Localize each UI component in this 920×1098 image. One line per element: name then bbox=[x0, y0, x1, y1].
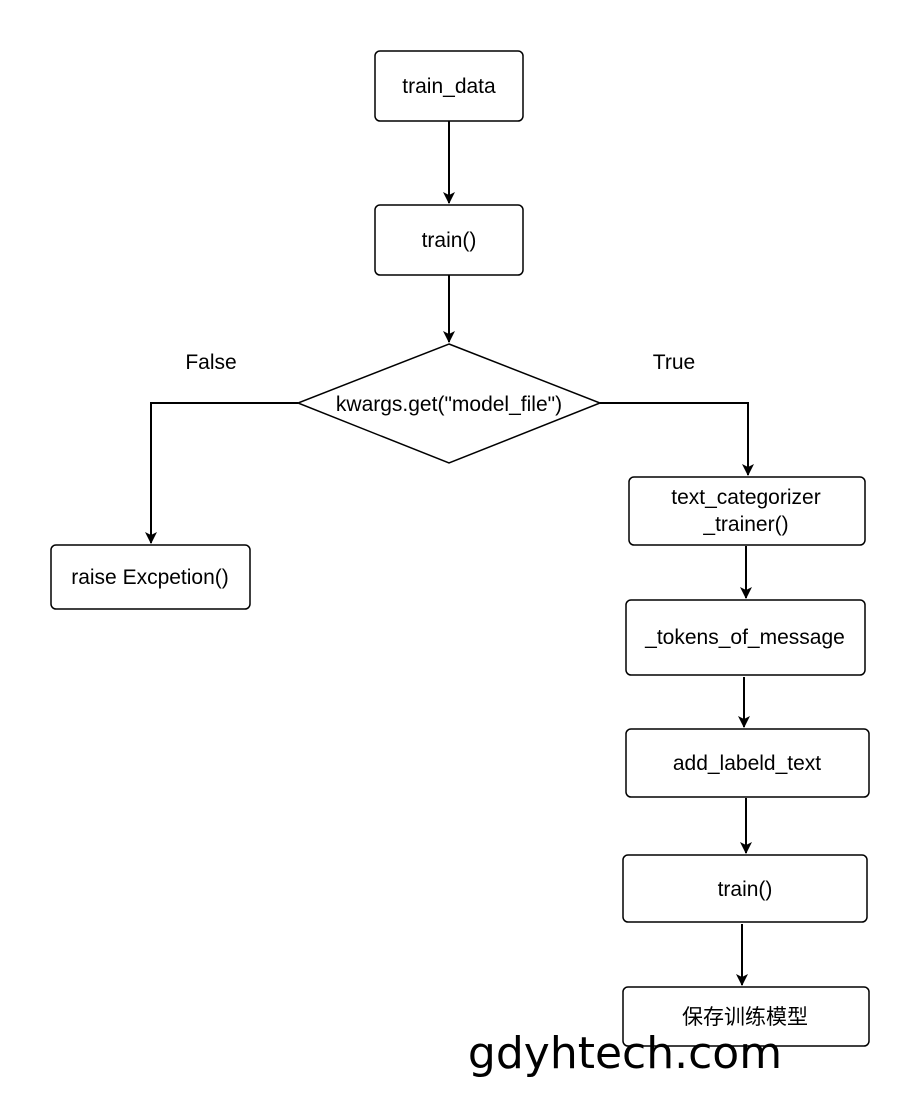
watermark: gdyhtech.com bbox=[468, 1028, 782, 1079]
node-add-labeld-text-label: add_labeld_text bbox=[673, 752, 821, 775]
node-raise-exception: raise Excpetion() bbox=[50, 544, 251, 610]
true-label: True bbox=[653, 351, 695, 374]
node-condition-label: kwargs.get("model_file") bbox=[336, 393, 562, 416]
node-condition: kwargs.get("model_file") bbox=[295, 343, 603, 464]
node-save-model: 保存训练模型 bbox=[622, 986, 870, 1047]
edges bbox=[145, 121, 754, 986]
node-raise-exception-label: raise Excpetion() bbox=[71, 566, 229, 589]
node-train-data-label: train_data bbox=[402, 75, 496, 98]
node-tokens-of-message: _tokens_of_message bbox=[625, 599, 866, 676]
node-text-categorizer-trainer-line1: text_categorizer bbox=[671, 486, 820, 509]
node-train-data: train_data bbox=[374, 50, 524, 122]
node-save-model-label: 保存训练模型 bbox=[682, 1006, 808, 1029]
node-train-2-label: train() bbox=[718, 878, 773, 901]
node-train: train() bbox=[374, 204, 524, 276]
node-train-label: train() bbox=[422, 229, 477, 252]
node-tokens-of-message-label: _tokens_of_message bbox=[644, 626, 845, 649]
edge-condition-true bbox=[600, 402, 754, 476]
edge-condition-false bbox=[145, 402, 298, 544]
node-text-categorizer-trainer-line2: _trainer() bbox=[702, 513, 788, 536]
node-add-labeld-text: add_labeld_text bbox=[625, 728, 870, 798]
node-train-2: train() bbox=[622, 854, 868, 923]
false-label: False bbox=[185, 351, 236, 374]
node-text-categorizer-trainer: text_categorizer _trainer() bbox=[628, 476, 866, 546]
